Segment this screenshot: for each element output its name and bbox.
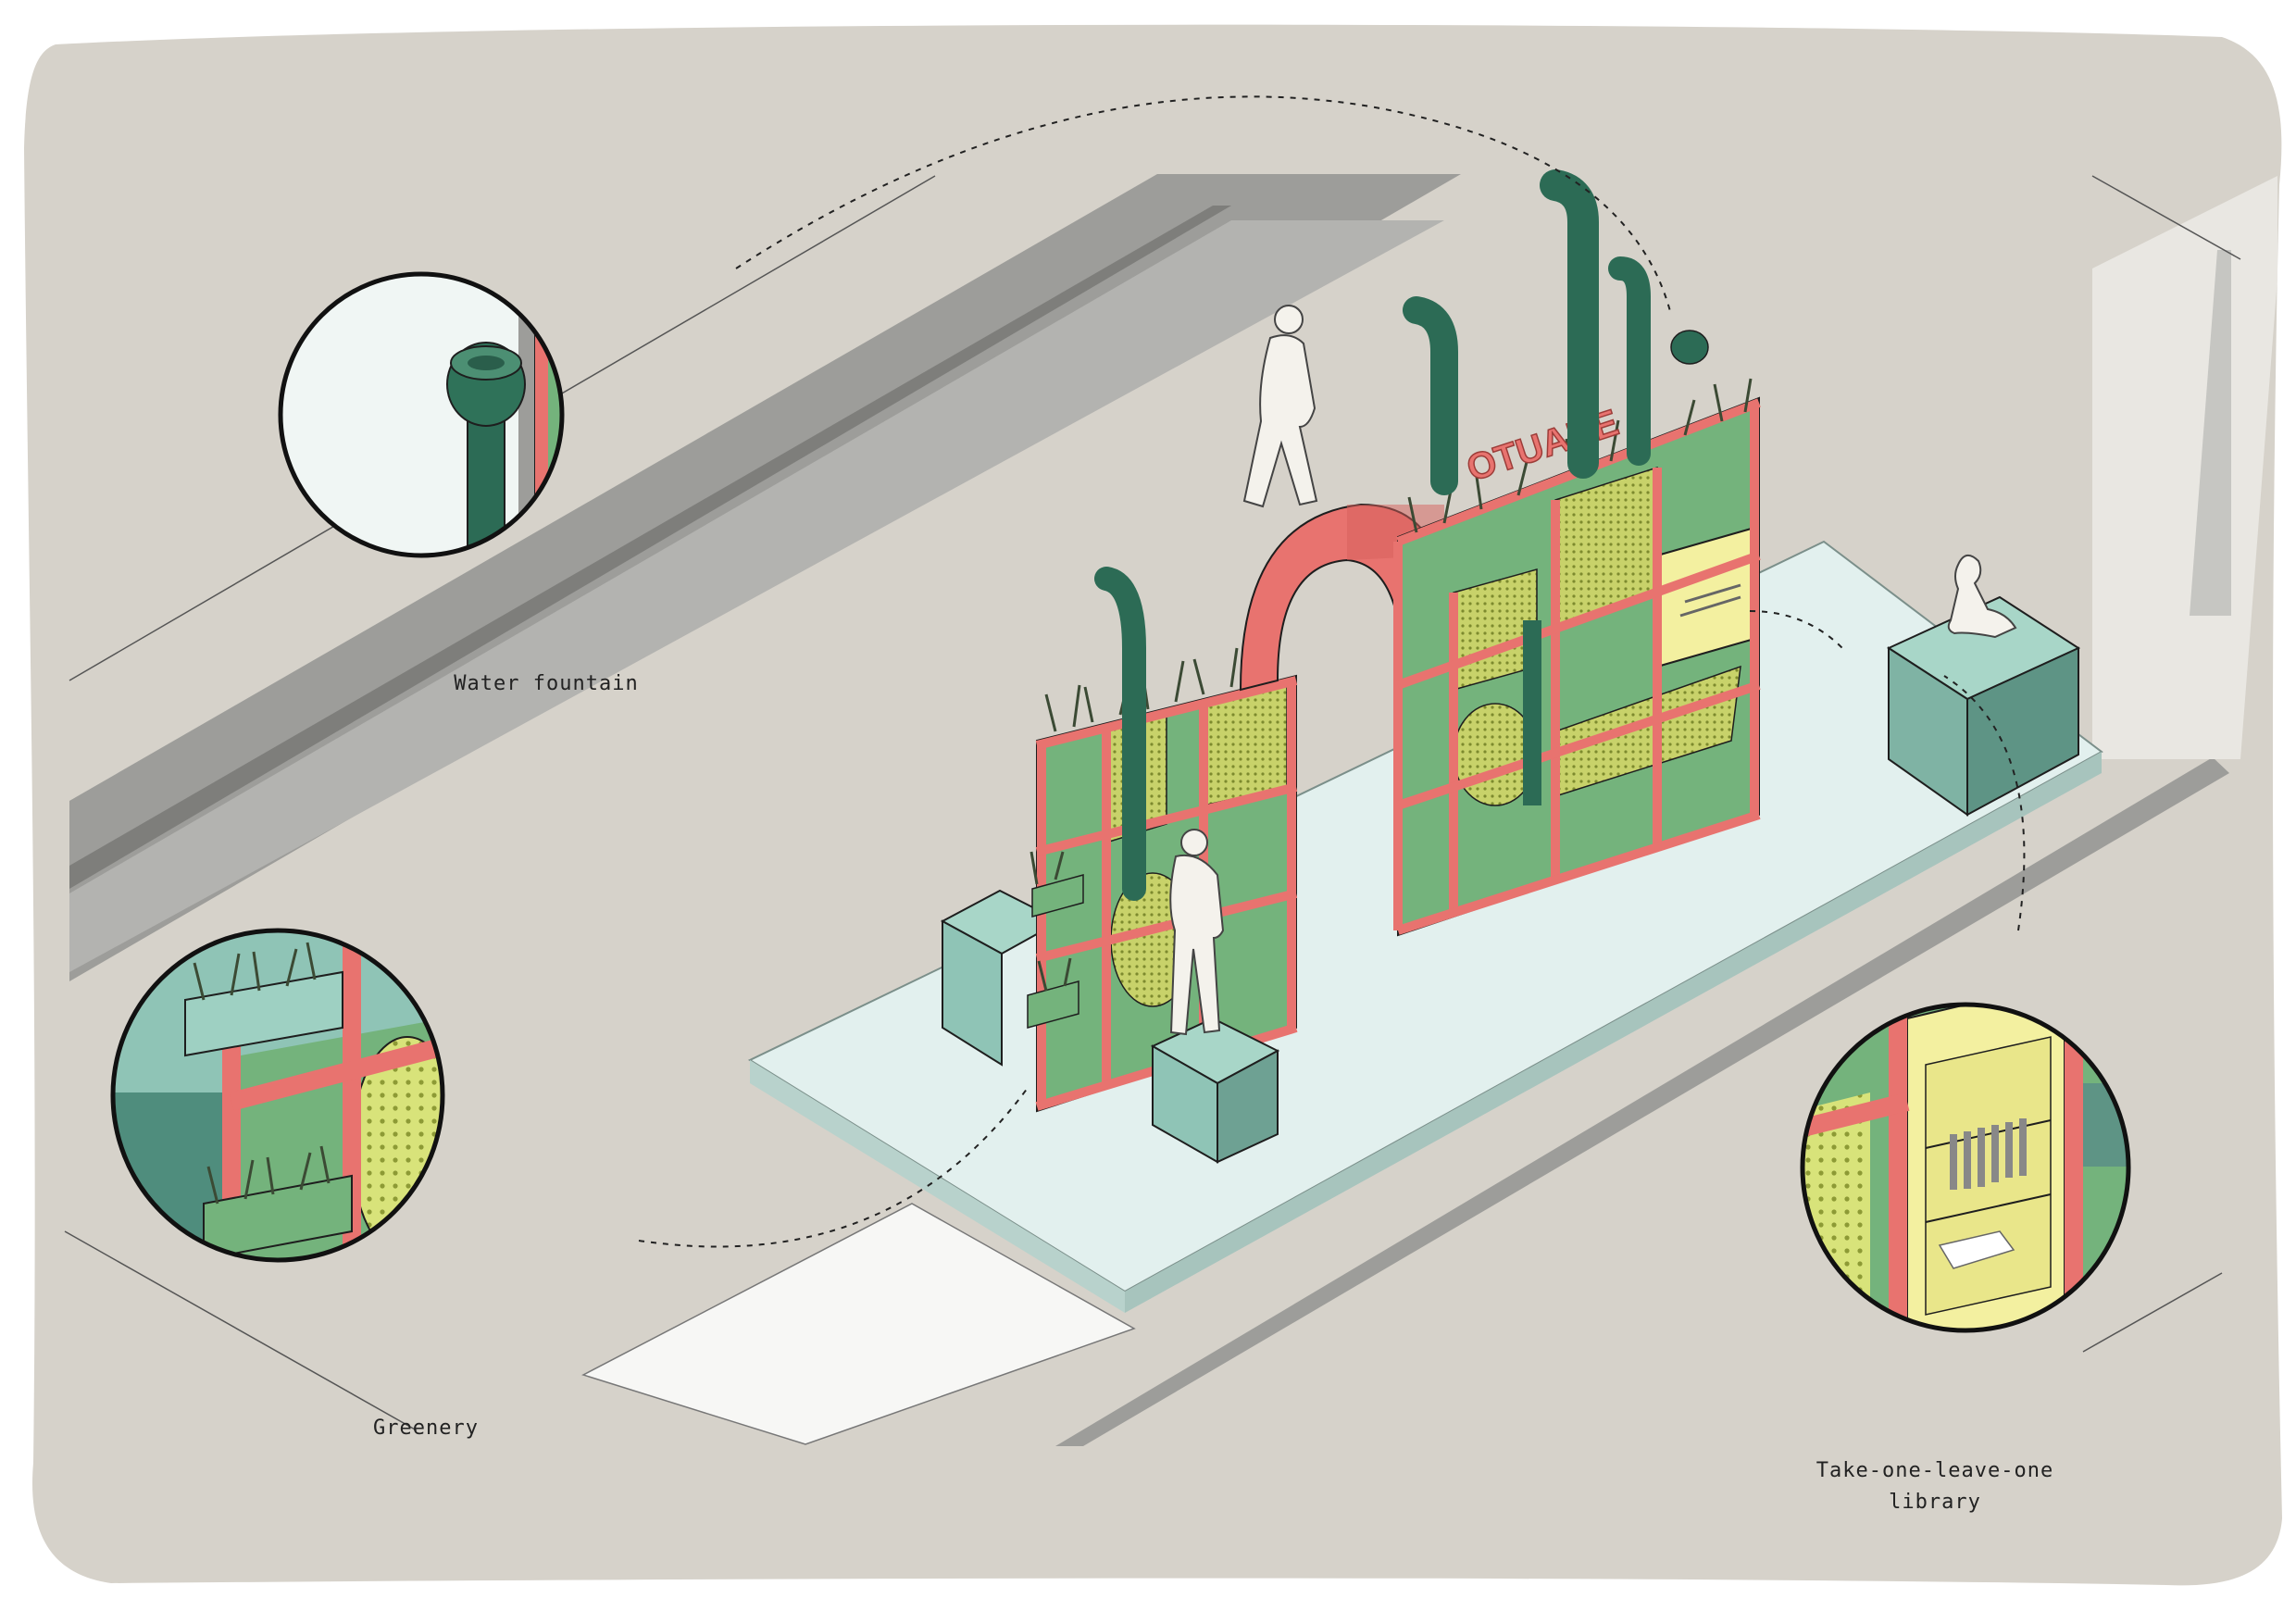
lower-white-pavement xyxy=(581,1203,1136,1445)
callout-water-fountain xyxy=(278,271,565,558)
left-block xyxy=(940,889,1063,1067)
label-library: Take-one-leave-one library xyxy=(1722,1455,2148,1518)
label-library-line2: library xyxy=(1889,1491,1981,1514)
label-water-fountain: Water fountain xyxy=(454,672,639,695)
road-lower xyxy=(1055,757,2229,1446)
road-upper xyxy=(69,174,1461,981)
sitting-person xyxy=(1947,555,2017,639)
person-walking xyxy=(1242,305,1318,508)
left-frame xyxy=(1027,567,1298,1113)
callout-connectors xyxy=(638,95,2026,1248)
label-greenery: Greenery xyxy=(373,1417,479,1440)
right-sidewalk xyxy=(2091,175,2277,759)
label-library-line1: Take-one-leave-one xyxy=(1816,1459,2054,1482)
person-drinking xyxy=(1169,829,1225,1036)
callout-library xyxy=(1800,1002,2131,1333)
seat-block-right xyxy=(1886,555,2081,817)
